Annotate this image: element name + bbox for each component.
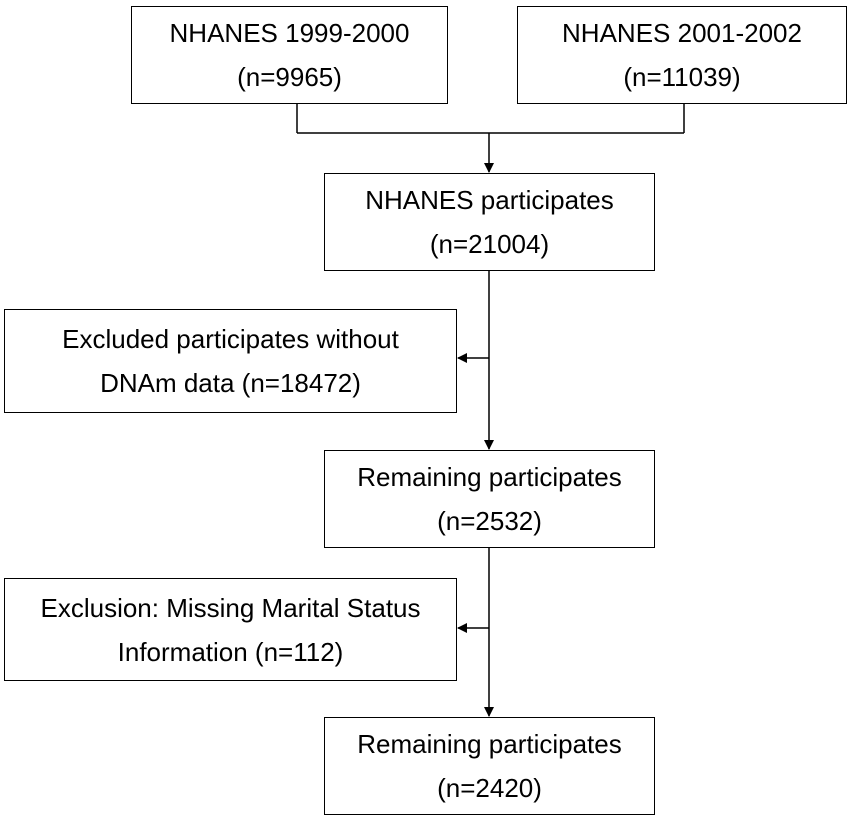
- box-remaining-participates-1-count: (n=2532): [437, 506, 542, 536]
- box-nhanes-2001-2002: NHANES 2001-2002 (n=11039): [517, 6, 847, 104]
- box-nhanes-participates: NHANES participates (n=21004): [324, 173, 655, 271]
- box-exclusion-missing-marital-status-line2: Information (n=112): [117, 636, 344, 667]
- box-excluded-without-dnam-line2: DNAm data (n=18472): [100, 368, 361, 398]
- box-remaining-participates-2-count: (n=2420): [437, 773, 542, 803]
- box-remaining-participates-2-title: Remaining participates: [357, 729, 622, 759]
- box-remaining-participates-2: Remaining participates (n=2420): [324, 717, 655, 815]
- box-exclusion-missing-marital-status-line1: Exclusion: Missing Marital Status: [40, 592, 421, 623]
- box-nhanes-participates-title: NHANES participates: [365, 185, 614, 215]
- box-nhanes-1999-2000: NHANES 1999-2000 (n=9965): [131, 6, 448, 104]
- box-nhanes-1999-2000-title: NHANES 1999-2000: [169, 18, 410, 48]
- box-remaining-participates-1-title: Remaining participates: [357, 462, 622, 492]
- box-nhanes-participates-count: (n=21004): [429, 229, 550, 259]
- box-nhanes-2001-2002-title: NHANES 2001-2002: [562, 18, 802, 48]
- box-exclusion-missing-marital-status: Exclusion: Missing Marital Status Inform…: [4, 578, 457, 681]
- box-nhanes-1999-2000-count: (n=9965): [237, 62, 342, 92]
- box-remaining-participates-1: Remaining participates (n=2532): [324, 450, 655, 548]
- box-nhanes-2001-2002-count: (n=11039): [623, 62, 741, 92]
- box-excluded-without-dnam: Excluded participates without DNAm data …: [4, 309, 457, 413]
- box-excluded-without-dnam-line1: Excluded participates without: [62, 324, 399, 354]
